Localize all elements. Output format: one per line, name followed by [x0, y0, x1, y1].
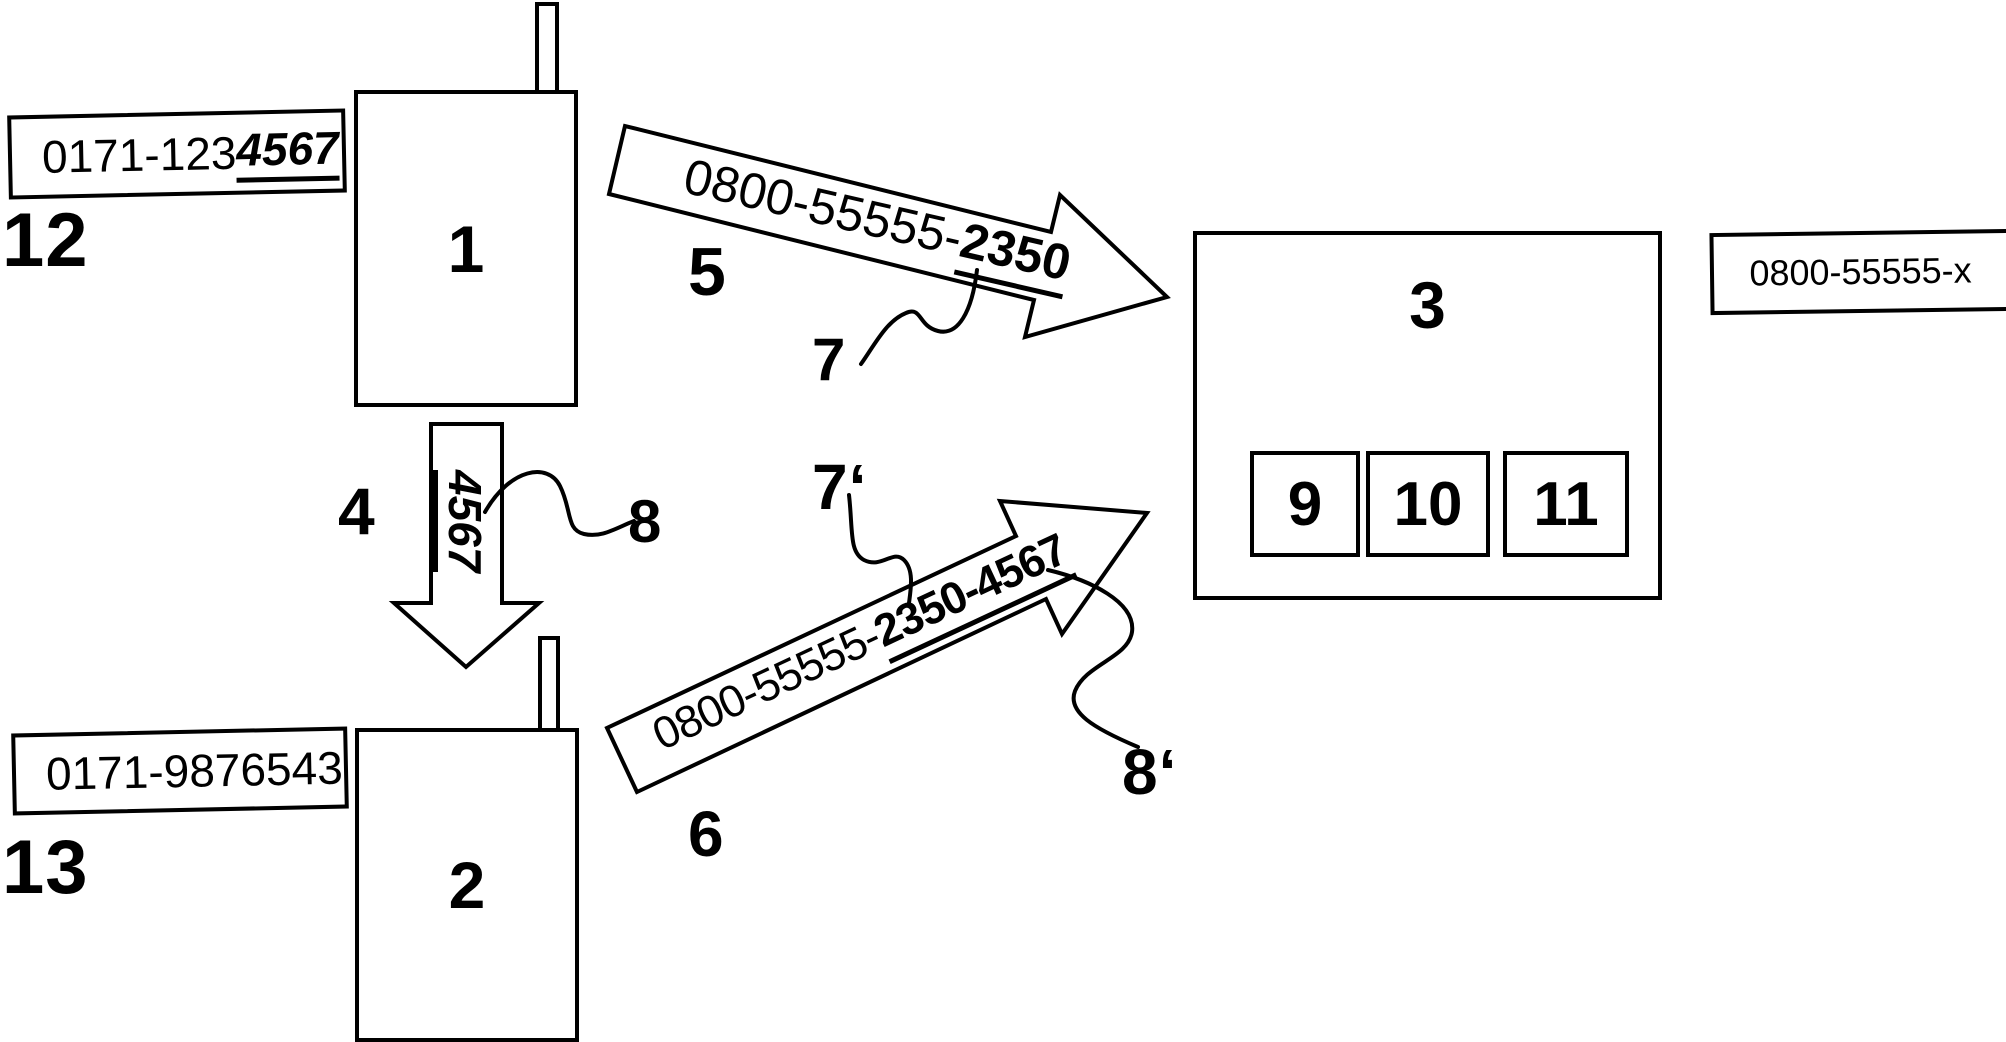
- phone2-body: [355, 728, 579, 1042]
- leader-line-8prime: [1046, 568, 1140, 749]
- module11-label: 11: [1533, 469, 1599, 539]
- phone1-antenna-icon: [535, 2, 559, 98]
- phone1-label: 1: [447, 211, 485, 286]
- ref-13: 13: [2, 825, 89, 910]
- leader-line-8: [483, 470, 636, 537]
- module10-box: [1366, 451, 1490, 557]
- ref-5: 5: [688, 234, 727, 310]
- module11-box: [1503, 451, 1629, 557]
- ref-4: 4: [338, 474, 376, 548]
- forward-arrow: [388, 422, 545, 670]
- ref-12: 12: [2, 198, 89, 283]
- ref-7prime: 7‘: [812, 451, 868, 523]
- module10-label: 10: [1393, 469, 1463, 539]
- caller1-number-extension: 4567: [235, 120, 340, 183]
- service-number-box: 0800-55555-x: [1709, 228, 2006, 316]
- call2-arrow: [604, 498, 1151, 795]
- ref-8: 8: [628, 488, 663, 555]
- leader-line-7prime: [847, 493, 913, 605]
- forward-extension-text: 4567: [433, 470, 491, 573]
- leader-line-7: [859, 268, 979, 366]
- phone2-antenna-icon: [538, 636, 560, 735]
- phone1-body: [354, 90, 578, 407]
- module9-label: 9: [1287, 469, 1323, 539]
- phone2-label: 2: [448, 848, 486, 922]
- module9-box: [1250, 451, 1360, 557]
- caller2-number-text: 0171-9876543: [45, 741, 344, 800]
- service-number-text: 0800-55555-x: [1749, 249, 1972, 294]
- ref-6: 6: [688, 798, 725, 870]
- call1-arrow: [606, 123, 1171, 340]
- exchange-label: 3: [1409, 268, 1446, 342]
- ref-8prime: 8‘: [1122, 736, 1178, 808]
- caller1-number-prefix: 0171-123: [41, 126, 237, 183]
- forward-extension: 4567: [433, 470, 491, 573]
- ref-7: 7: [812, 326, 847, 393]
- caller2-number-box: 0171-9876543: [11, 726, 349, 816]
